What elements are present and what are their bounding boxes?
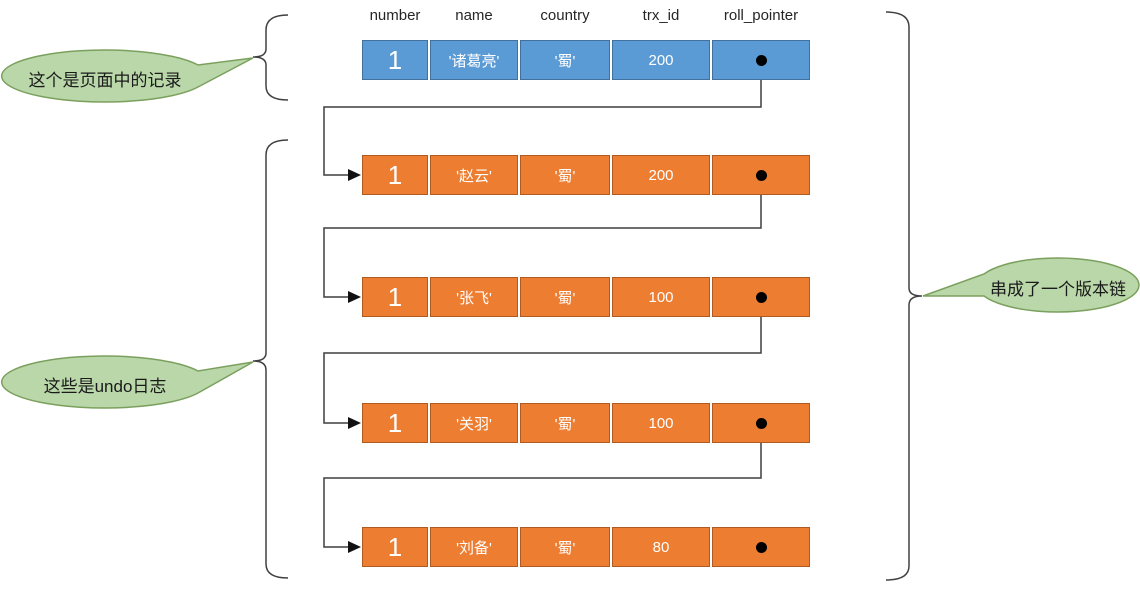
cell-trx-id: 100 xyxy=(612,403,710,443)
cell-number: 1 xyxy=(362,155,428,195)
cell-roll-pointer xyxy=(712,40,810,80)
page-record-brace xyxy=(252,14,289,101)
arrowhead-icon xyxy=(348,541,361,553)
version-chain-callout-label: 串成了一个版本链 xyxy=(990,280,1126,299)
page-record-callout-label: 这个是页面中的记录 xyxy=(28,71,182,90)
cell-roll-pointer xyxy=(712,277,810,317)
arrowhead-icon xyxy=(348,291,361,303)
cell-roll-pointer xyxy=(712,403,810,443)
column-header-trx-id: trx_id xyxy=(642,7,680,24)
cell-number: 1 xyxy=(362,527,428,567)
cell-name: '刘备' xyxy=(430,527,518,567)
undo-log-callout-label: 这些是undo日志 xyxy=(43,377,167,396)
cell-roll-pointer xyxy=(712,527,810,567)
undo-log-row-3: 1 '关羽' '蜀' 100 xyxy=(362,403,810,443)
cell-trx-id: 80 xyxy=(612,527,710,567)
cell-number: 1 xyxy=(362,277,428,317)
column-header-name: name xyxy=(455,7,493,24)
cell-number: 1 xyxy=(362,40,428,80)
column-header-country: country xyxy=(540,7,590,24)
cell-country: '蜀' xyxy=(520,403,610,443)
roll-pointer-dot xyxy=(755,54,767,66)
roll-pointer-dot xyxy=(755,291,767,303)
roll-pointer-dot xyxy=(755,541,767,553)
cell-trx-id: 200 xyxy=(612,40,710,80)
column-header-number: number xyxy=(369,7,421,24)
cell-country: '蜀' xyxy=(520,527,610,567)
cell-country: '蜀' xyxy=(520,155,610,195)
roll-pointer-dot xyxy=(755,417,767,429)
undo-log-row-2: 1 '张飞' '蜀' 100 xyxy=(362,277,810,317)
roll-pointer-dot xyxy=(755,169,767,181)
undo-log-row-1: 1 '赵云' '蜀' 200 xyxy=(362,155,810,195)
column-header-roll-pointer: roll_pointer xyxy=(723,7,799,24)
cell-country: '蜀' xyxy=(520,40,610,80)
cell-name: '赵云' xyxy=(430,155,518,195)
cell-name: '张飞' xyxy=(430,277,518,317)
page-record-row: 1 '诸葛亮' '蜀' 200 xyxy=(362,40,810,80)
column-headers: number name country trx_id roll_pointer xyxy=(362,7,810,24)
cell-trx-id: 100 xyxy=(612,277,710,317)
cell-name: '关羽' xyxy=(430,403,518,443)
version-chain-brace xyxy=(885,11,923,581)
arrowhead-icon xyxy=(348,169,361,181)
undo-logs-brace xyxy=(252,139,289,579)
undo-log-row-4: 1 '刘备' '蜀' 80 xyxy=(362,527,810,567)
arrowhead-icon xyxy=(348,417,361,429)
cell-number: 1 xyxy=(362,403,428,443)
cell-country: '蜀' xyxy=(520,277,610,317)
cell-name: '诸葛亮' xyxy=(430,40,518,80)
cell-roll-pointer xyxy=(712,155,810,195)
cell-trx-id: 200 xyxy=(612,155,710,195)
